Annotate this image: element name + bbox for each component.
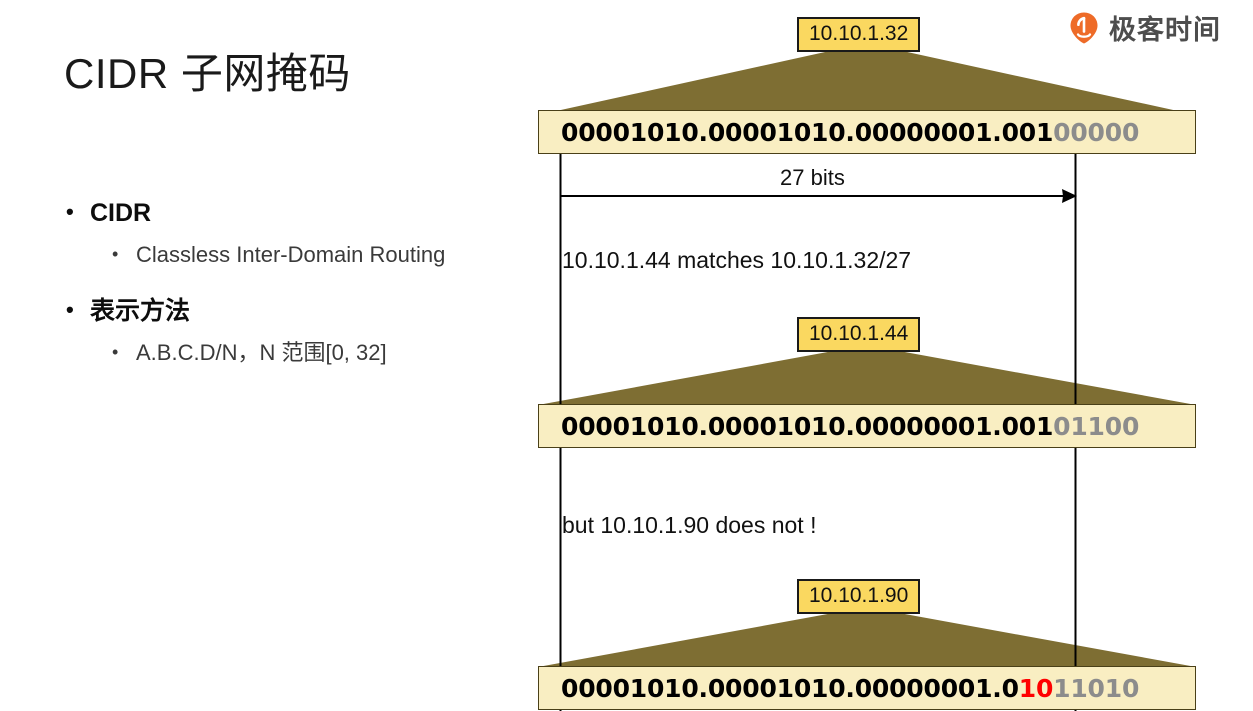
brace-triangle-3 [538,607,1196,667]
bullet-marker-icon: • [66,199,74,224]
bit-string-2: 00001010.00001010.00000001.00101100 [539,412,1139,441]
bit-bar-2: 00001010.00001010.00000001.00101100 [538,404,1196,448]
bullet-item-classless: • Classless Inter-Domain Routing [64,241,534,270]
bit-bar-3: 00001010.00001010.00000001.01011010 [538,666,1196,710]
ip-label-3: 10.10.1.90 [797,579,921,615]
bullet-label: CIDR [90,199,152,227]
bullet-marker-icon: • [66,296,74,322]
location-pin-icon [1070,12,1098,43]
bullet-marker-icon: • [112,244,119,265]
bullet-item-format: • A.B.C.D/N，N 范围[0, 32] [64,339,534,368]
annotation-match: 10.10.1.44 matches 10.10.1.32/27 [562,247,912,273]
host-bits: 01100 [1053,411,1140,441]
brand-logo: 极客时间 [1067,8,1221,47]
prefix-arrow-head-icon [1062,189,1077,203]
network-bits: 00001010.00001010.00000001.001 [561,411,1054,441]
bit-string-3: 00001010.00001010.00000001.01011010 [539,674,1139,703]
brace-triangle-2 [538,345,1196,405]
host-bits: 11010 [1053,673,1140,703]
differing-bits: 10 [1018,673,1054,703]
bullet-marker-icon: • [112,342,119,363]
bullet-list: • CIDR • Classless Inter-Domain Routing … [64,198,534,394]
network-bits: 00001010.00001010.00000001.0 [561,673,1019,703]
brace-triangle-1 [538,43,1196,115]
network-bits: 00001010.00001010.00000001.001 [561,117,1054,147]
bit-string-1: 00001010.00001010.00000001.00100000 [539,118,1139,147]
ip-label-1: 10.10.1.32 [797,17,921,53]
brand-name: 极客时间 [1109,15,1221,45]
prefix-length-label: 27 bits [780,165,845,190]
bullet-label: Classless Inter-Domain Routing [136,242,446,268]
bullet-label: A.B.C.D/N，N 范围[0, 32] [136,340,387,366]
page-title: CIDR 子网掩码 [64,50,351,97]
bullet-item-notation: • 表示方法 [64,296,534,327]
ip-label-2: 10.10.1.44 [797,317,921,353]
host-bits: 00000 [1053,117,1140,147]
bullet-item-cidr: • CIDR [64,198,534,229]
bullet-label: 表示方法 [90,296,191,325]
annotation-nomatch: but 10.10.1.90 does not ! [562,512,817,538]
bit-bar-1: 00001010.00001010.00000001.00100000 [538,110,1196,154]
